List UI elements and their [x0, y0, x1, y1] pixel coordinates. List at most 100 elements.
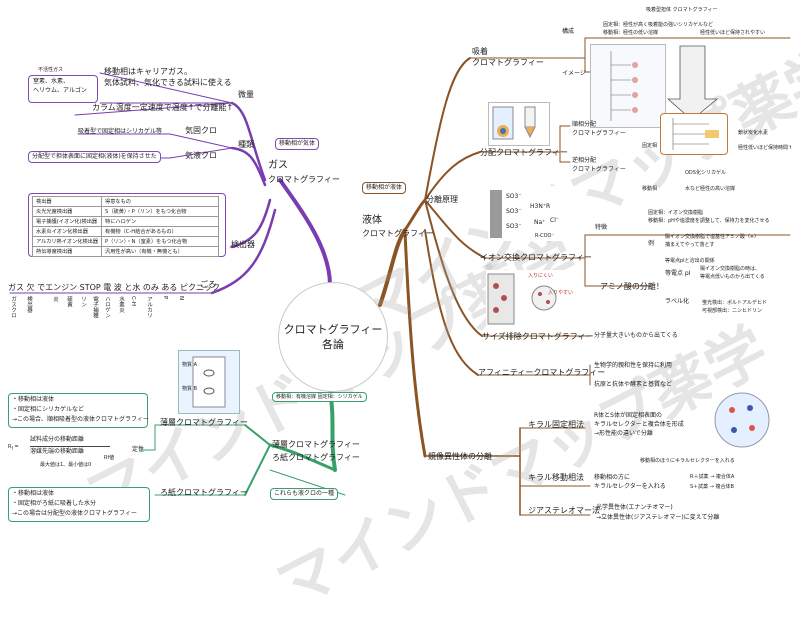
- svg-text:Na⁺: Na⁺: [534, 219, 545, 226]
- hakusou-title: 薄層クロマトグラフィー: [160, 418, 248, 427]
- tlc-plate-diagram: [178, 350, 240, 414]
- carrier-text: 気体試料、気化できる試料に使える: [104, 78, 232, 87]
- iri-easy: 入りやすい: [548, 290, 574, 296]
- chiral-r: R＋試薬 → 複合体A: [690, 474, 735, 480]
- det-cell: 電子捕獲(イオン化)検出器: [31, 216, 103, 227]
- mnemonic-sub: ガスクロ: [10, 296, 17, 318]
- roshi-title: ろ紙クロマトグラフィー: [160, 488, 248, 497]
- haikou-note: 等電点pIと溶出の関係: [665, 258, 715, 264]
- bunri-title: 分離原理: [426, 195, 458, 204]
- shurui-label: 種類: [238, 140, 254, 149]
- idou-label: 移動相: [642, 186, 658, 192]
- mnemonic-sub: ハロゲン: [104, 296, 111, 318]
- amino-label: アミノ酸の分離！: [600, 282, 664, 291]
- det-cell: アルカリ熱イオン化検出器: [31, 236, 103, 247]
- adsorption-diagram: [590, 44, 666, 128]
- ion-line: 陽イオン交換樹脂で塩基性アミノ酸（+）: [665, 234, 760, 240]
- det-cell: 汎用性が高い（有機・無機とも）: [101, 246, 220, 257]
- image-caption: 吸着型担体 クロマトグラフィー: [646, 7, 718, 13]
- gas-list-line: 窒素、水素、: [33, 78, 70, 85]
- det-cell: 水素炎イオン化検出器: [31, 226, 103, 237]
- ion-line: 固定相：イオン交換樹脂: [648, 210, 704, 216]
- ion-line: 移動相：pHや塩濃度を調整して、保持力を変化させる: [648, 218, 770, 224]
- rf-label: Rf値: [104, 455, 115, 461]
- hakusou-box: ・移動相は液体 ・固定相にシリカゲルなど →この場合、順相吸着型の液体クロマトグ…: [8, 393, 149, 428]
- diaster-line: 光学異性体(エナンチオマー): [596, 504, 673, 511]
- kosei-note: 極性低いほど保持されやすい: [700, 30, 766, 36]
- keizoku-label: 鎖状炭化水素: [738, 130, 769, 136]
- kyuchaku-subtitle: クロマトグラフィー: [472, 58, 544, 67]
- ion-line: 捕まえてやって落とす: [665, 242, 715, 248]
- liquid-tag: 移動相が液体: [362, 182, 407, 194]
- gyakusou-title: 逆相分配: [572, 157, 597, 164]
- diaster-label: ジアステレオマー法: [528, 506, 600, 515]
- mnemonic-sub: 炎: [52, 296, 59, 302]
- svg-text:H3N⁺R: H3N⁺R: [530, 203, 550, 210]
- detector-label: 検出器: [231, 240, 255, 249]
- label-line: 可視部検出：ニンヒドリン: [702, 308, 763, 314]
- ods-note: 極性低いほど保持時間↑: [738, 145, 793, 151]
- affinity-title: アフィニティークロマトグラフィー: [478, 368, 606, 377]
- roshi-line: ・固定相がろ紙に吸着した水分: [12, 500, 97, 507]
- kikyoku-desc: 吸着型で固定相はシリカゲル等: [78, 128, 163, 135]
- chiral-phase-icon: [712, 390, 772, 450]
- det-head: 検出器: [31, 196, 103, 207]
- mindmap-canvas: マインドマップ薬学 マインドマップ薬学 マインドマップ薬学 クロマトグラフィー …: [8, 7, 800, 622]
- rf-denominator: 溶媒先端の移動距離: [30, 448, 85, 455]
- size-exclusion-diagram: [486, 270, 566, 328]
- label-line: 蛍光検出：ポルトアルデヒド: [702, 300, 767, 306]
- haikou-label: 等電点 pI: [665, 270, 691, 277]
- det-cell: 特にハロゲン: [101, 216, 220, 227]
- roshi-line: →この場合は分配型の液体クロマトグラフィー: [12, 510, 137, 517]
- roshi-box: ・移動相は液体 ・固定相がろ紙に吸着した水分 →この場合は分配型の液体クロマトグ…: [8, 487, 150, 522]
- thin-note-top: 移動相：有機溶媒 固定相：シリカゲル: [272, 392, 367, 403]
- svg-text:SO3⁻: SO3⁻: [506, 193, 522, 200]
- kyouzou-title: 鏡像異性体の分離: [428, 452, 492, 461]
- gas-tag: 移動相が気体: [275, 138, 320, 150]
- chiral-mobile-label: キラル移動相法: [528, 473, 584, 482]
- affinity-line: 生物学的親和性を保持に利用: [594, 362, 673, 369]
- det-cell: 有機物（C-H結合があるもの）: [101, 226, 220, 237]
- chiral-mobile-note: 移動相のほうにキラルセレクターを入れる: [640, 458, 735, 464]
- size-title: サイズ排除クロマトグラフィー: [482, 332, 594, 341]
- ods-label: ODS化シリカゲル: [685, 170, 726, 176]
- thin-tag: これらも液クロの一種: [270, 488, 339, 500]
- chiral-mobile-line: キラルセレクターを入れる: [594, 483, 666, 490]
- mnemonic-sub: P: [162, 296, 169, 300]
- rf-fraction-bar: [30, 446, 110, 447]
- bunpai-title: 分配クロマトグラフィー: [480, 148, 568, 157]
- inert-gas-note: 不活性ガス: [38, 67, 64, 73]
- hakusou-line: →この場合、順相吸着型の液体クロマトグラフィー: [12, 416, 149, 423]
- kyuchaku-title: 吸着: [472, 47, 488, 56]
- thin-title: 薄層クロマトグ゙ラフィー: [272, 440, 360, 449]
- center-title: クロマトグラフィー: [283, 322, 383, 336]
- hakusou-line: ・移動相は液体: [12, 396, 55, 403]
- chiral-mobile-line: 移動相の方に: [594, 474, 631, 481]
- det-cell: P（リン）・N（窒素）をもつ化合物: [101, 236, 220, 247]
- mnemonic-sub: 硫黄: [66, 296, 73, 307]
- substance-a: 物質 A: [182, 362, 198, 368]
- size-note: 分子量大きいものから出てくる: [594, 332, 678, 339]
- liquid-title: 液体: [362, 215, 382, 226]
- junsou-subtitle: クロマトグラフィー: [572, 130, 626, 137]
- mnemonic-sub: アルカリ: [146, 296, 153, 318]
- gas-list-line: ヘリウム、アルゴン: [33, 87, 87, 94]
- det-cell: S（硫黄）・P（リン）をもつ化合物: [101, 206, 220, 217]
- gyakusou-subtitle: クロマトグラフィー: [572, 166, 626, 173]
- gas-title: ガス: [268, 160, 288, 171]
- iri-hard: 入りにくい: [528, 273, 553, 279]
- det-cell: 炎光光度検出器: [31, 206, 103, 217]
- mizu-label: 水など極性の高い溶媒: [685, 186, 736, 192]
- ods-diagram: [660, 113, 728, 155]
- gas-subtitle: クロマトグ゙ラフィー: [268, 175, 340, 184]
- affinity-line: 抗原と抗体や酵素と基質など: [594, 381, 673, 388]
- carrier-text: 移動相はキャリアガス。: [104, 67, 192, 76]
- svg-text:Cl⁻: Cl⁻: [550, 217, 559, 224]
- kieki-label: 気液クロ: [185, 151, 217, 160]
- thin-subtitle: ろ紙クロマトグ゙ラフィー: [272, 453, 360, 462]
- svg-text:SO3⁻: SO3⁻: [506, 208, 522, 215]
- mnemonic-sub: C-H: [130, 296, 137, 306]
- roshi-line: ・移動相は液体: [12, 490, 55, 497]
